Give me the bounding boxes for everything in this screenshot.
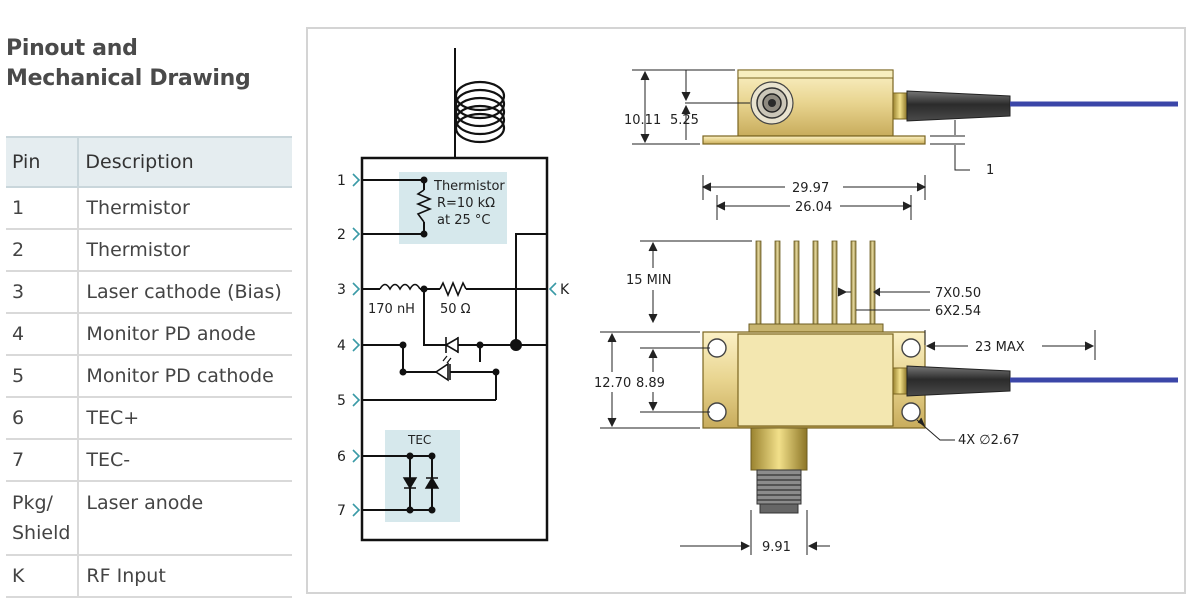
- rf-connector-icon: [750, 427, 808, 471]
- description-cell: RF Input: [78, 555, 292, 598]
- dim-connector-width: 9.91: [762, 540, 791, 555]
- tec-diode-icon: [402, 477, 418, 490]
- flange-side: [702, 135, 926, 145]
- column-header-pin: Pin: [6, 136, 80, 188]
- thermistor-value: R=10 kΩ: [437, 196, 495, 211]
- schematic-labels: 1 2 3 4 5 6 7 K Thermistor R=10 kΩ at 25…: [337, 173, 570, 519]
- mounting-hole: [707, 338, 727, 358]
- dim-width-holes: 26.04: [795, 200, 832, 215]
- pin-cell: K: [6, 555, 80, 598]
- section-title-line1: Pinout and: [6, 36, 138, 61]
- mechanical-top-view: [702, 240, 1178, 514]
- tec-box: [385, 430, 460, 522]
- description-cell: TEC-: [78, 439, 292, 482]
- connector-thread: [757, 474, 801, 501]
- rf-pin-label: K: [560, 282, 570, 298]
- description-cell: Monitor PD cathode: [78, 355, 292, 398]
- pin-label: 6: [337, 449, 346, 465]
- package-body-top: [737, 333, 894, 427]
- mounting-hole: [707, 402, 727, 422]
- dim-flange-offset: 1: [986, 163, 994, 178]
- mounting-hole: [901, 338, 921, 358]
- pin-label: 4: [337, 338, 346, 354]
- pin-cell-line1: Pkg/: [12, 492, 53, 514]
- package-pins: [755, 240, 876, 327]
- resistor-label: 50 Ω: [440, 302, 471, 317]
- dim-pin-pitch: 6X2.54: [935, 304, 981, 319]
- dim-body-height-outer: 12.70: [594, 376, 631, 391]
- pin-cell: 1: [6, 187, 80, 230]
- package-outline: [360, 156, 549, 542]
- pin-label: 1: [337, 173, 346, 189]
- description-cell: TEC+: [78, 397, 292, 440]
- dim-pin-diameter: 7X0.50: [935, 286, 981, 301]
- thermistor-box: [399, 172, 507, 244]
- schematic: [352, 48, 557, 542]
- pin-cell: 6: [6, 397, 80, 440]
- description-cell: Monitor PD anode: [78, 313, 292, 356]
- column-header-description: Description: [78, 136, 292, 188]
- thermistor-temp: at 25 °C: [437, 213, 490, 228]
- pin-arrows: [352, 173, 557, 517]
- dim-hole-diameter: 4X ∅2.67: [958, 433, 1020, 448]
- pin-cell: 3: [6, 271, 80, 314]
- table-row: Pkg/Shield Laser anode: [6, 481, 292, 556]
- resistor-icon: [439, 280, 467, 298]
- dimension-lines: [600, 69, 1096, 555]
- dim-height-total: 10.11: [624, 113, 661, 128]
- inductor-label: 170 nH: [368, 302, 415, 317]
- drawing-svg: 1 2 3 4 5 6 7 K Thermistor R=10 kΩ at 25…: [337, 48, 1178, 555]
- fiber-boot-top: [906, 365, 1011, 397]
- thermistor-resistor-icon: [415, 189, 433, 223]
- mechanical-side-view: [702, 69, 1178, 145]
- pin-label: 5: [337, 393, 346, 409]
- tec-label: TEC: [407, 433, 431, 447]
- description-cell: Thermistor: [78, 187, 292, 230]
- dim-width-outer: 29.97: [792, 181, 829, 196]
- fiber-boot-side: [906, 90, 1011, 122]
- dim-fiber-boot: 23 MAX: [975, 340, 1025, 355]
- tec-diode-icon: [424, 476, 440, 489]
- description-cell: Thermistor: [78, 229, 292, 272]
- pin-label: 3: [337, 282, 346, 298]
- dim-body-height-holes: 8.89: [636, 376, 665, 391]
- laser-diode-icon: [444, 336, 459, 354]
- description-cell: Laser anode: [78, 481, 292, 556]
- mounting-hole: [901, 402, 921, 422]
- section-title: Pinout and Mechanical Drawing: [6, 34, 296, 94]
- dimension-labels: 10.11 5.25 1 29.97 26.04 15 MIN 7X0.50 6…: [594, 113, 1025, 555]
- pin-label: 7: [337, 503, 346, 519]
- pin-cell-line2: Shield: [12, 522, 71, 544]
- section-title-line2: Mechanical Drawing: [6, 66, 251, 91]
- table-header-row: Pin Description: [6, 136, 292, 188]
- pin-cell: 4: [6, 313, 80, 356]
- pin-cell: 2: [6, 229, 80, 272]
- inductor-icon: [379, 283, 421, 291]
- drawing-frame: 1 2 3 4 5 6 7 K Thermistor R=10 kΩ at 25…: [306, 27, 1186, 594]
- description-cell: Laser cathode (Bias): [78, 271, 292, 314]
- fiber-coil-icon: [454, 80, 506, 144]
- pin-cell: 5: [6, 355, 80, 398]
- pin-label: 2: [337, 227, 346, 243]
- pin-cell: Pkg/Shield: [6, 481, 80, 556]
- monitor-photodiode-icon: [434, 362, 451, 382]
- pin-cell: 7: [6, 439, 80, 482]
- dim-height-center: 5.25: [670, 113, 699, 128]
- dim-pin-length: 15 MIN: [626, 273, 671, 288]
- thermistor-label: Thermistor: [433, 179, 505, 194]
